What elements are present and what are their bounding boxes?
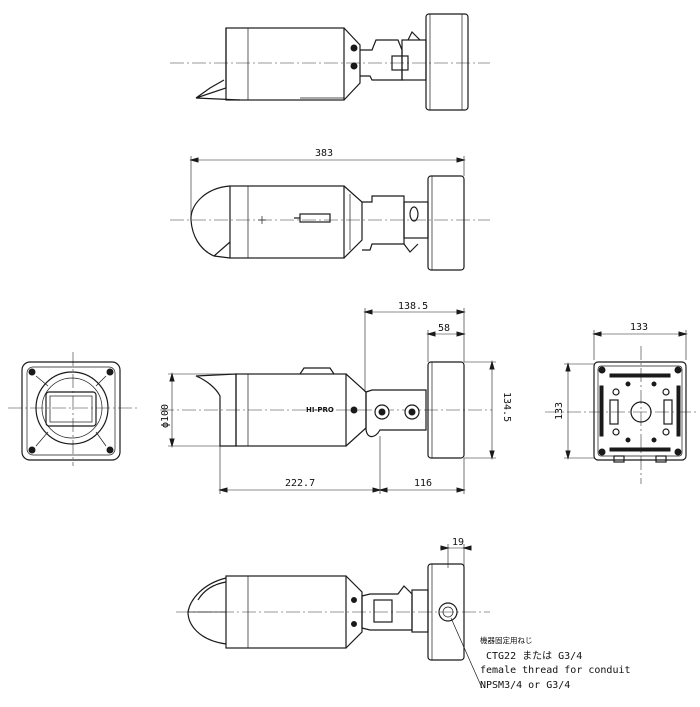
note-line-2: female thread for conduit [480,665,631,676]
dim-diameter: ϕ100 [160,404,171,428]
note-line-3: NPSM3/4 or G3/4 [480,680,570,691]
note-line-jp: 機器固定用ねじ [480,635,533,645]
view-back: 133 133 [545,322,698,484]
dim-mount-offset: 138.5 [398,301,428,312]
view-top [170,13,490,111]
view-main: 138.5 58 ϕ100 HI-PRO [160,301,512,494]
dim-box-depth: 58 [438,323,450,334]
dim-mount-height: 134.5 [501,392,512,422]
dim-conduit-offset: 19 [452,537,464,548]
brand-label: HI-PRO [306,406,334,414]
dim-overall-length: 383 [315,148,333,159]
note-line-1: CTG22 または G3/4 [486,650,582,662]
view-bottom: 19 [176,537,490,689]
conduit-note: 機器固定用ねじ CTG22 または G3/4 female thread for… [480,635,631,691]
dim-body-length: 222.7 [285,478,315,489]
view-side: 383 [170,148,490,271]
view-front [8,352,140,466]
dim-box-height: 133 [554,402,565,420]
dim-rear-length: 116 [414,478,432,489]
dim-box-width: 133 [630,322,648,333]
